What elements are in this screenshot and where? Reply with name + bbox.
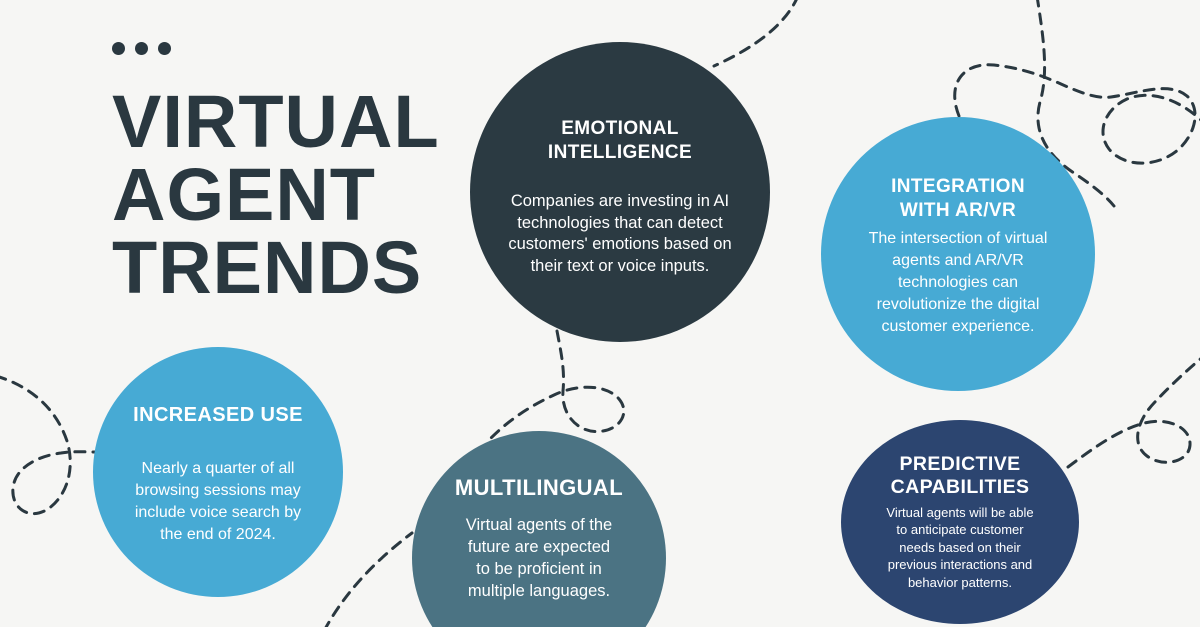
trend-title: MULTILINGUAL: [454, 475, 624, 500]
squiggle-left-pigtail: [0, 375, 100, 515]
trend-circle-predictive-capabilities: PREDICTIVE CAPABILITIES Virtual agents w…: [841, 420, 1079, 624]
trend-title: INCREASED USE: [133, 403, 303, 426]
trend-body: Nearly a quarter of all browsing session…: [134, 459, 302, 543]
page-title: VIRTUAL AGENT TRENDS: [112, 80, 440, 309]
dot-icon: [135, 42, 148, 55]
trend-title: INTEGRATION WITH AR/VR: [891, 175, 1025, 221]
trend-body: Virtual agents will be able to anticipat…: [886, 504, 1034, 590]
squiggle-top-center: [712, 0, 798, 68]
trend-body: The intersection of virtual agents and A…: [868, 229, 1048, 335]
trend-body: Virtual agents of the future are expecte…: [465, 516, 613, 600]
trend-circle-emotional-intelligence: EMOTIONAL INTELLIGENCE Companies are inv…: [470, 42, 770, 342]
page-title-line: VIRTUAL: [112, 80, 440, 163]
three-dots-decoration: [112, 42, 440, 55]
trend-circle-multilingual: MULTILINGUAL Virtual agents of the futur…: [412, 431, 666, 627]
page-title-line: AGENT: [112, 153, 376, 236]
trend-circle-integration-with-ar-vr: INTEGRATION WITH AR/VR The intersection …: [821, 117, 1095, 391]
squiggle-bottom-center-arc: [324, 531, 414, 627]
dot-icon: [158, 42, 171, 55]
trend-circle-increased-use: INCREASED USE Nearly a quarter of all br…: [93, 347, 343, 597]
title-block: VIRTUAL AGENT TRENDS: [112, 42, 440, 309]
trend-body: Companies are investing in AI technologi…: [508, 192, 732, 275]
trend-title: PREDICTIVE CAPABILITIES: [890, 452, 1030, 498]
page-title-line: TRENDS: [112, 226, 423, 309]
trend-title: EMOTIONAL INTELLIGENCE: [547, 118, 693, 163]
squiggle-right-loop: [1066, 357, 1200, 469]
dot-icon: [112, 42, 125, 55]
squiggle-center-loop: [489, 329, 626, 440]
